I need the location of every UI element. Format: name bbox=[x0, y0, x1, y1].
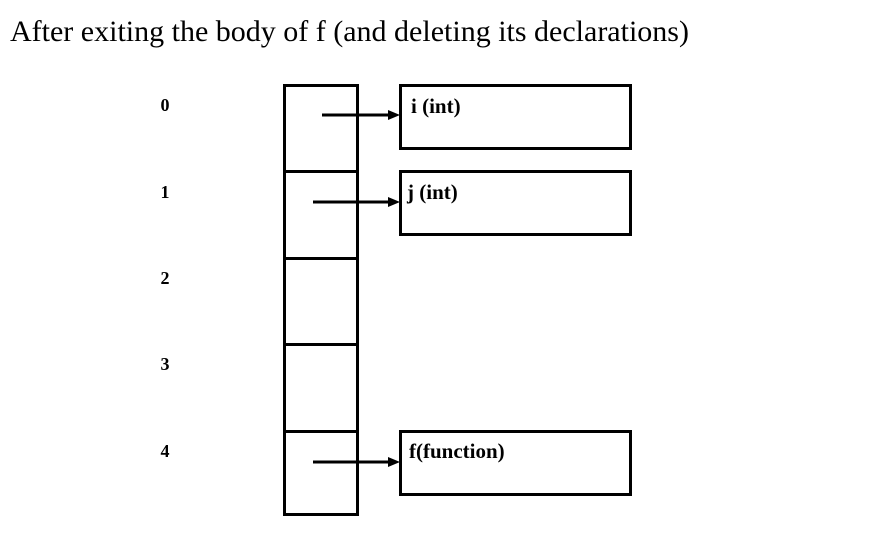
index-label-1: 1 bbox=[160, 182, 170, 202]
index-label-2: 2 bbox=[160, 268, 170, 288]
diagram-title: After exiting the body of f (and deletin… bbox=[10, 15, 689, 48]
entry-label-j: j (int) bbox=[407, 180, 458, 204]
cell-divider bbox=[286, 343, 356, 346]
cell-divider bbox=[286, 430, 356, 433]
cell-divider bbox=[286, 257, 356, 260]
index-label-3: 3 bbox=[160, 354, 170, 374]
entry-box-j bbox=[399, 170, 632, 236]
entry-box-i bbox=[399, 84, 632, 150]
cell-divider bbox=[286, 170, 356, 173]
entry-box-f bbox=[399, 430, 632, 496]
entry-label-f: f(function) bbox=[409, 439, 505, 463]
hash-table-column bbox=[283, 84, 359, 516]
arrow-1 bbox=[313, 197, 400, 207]
index-label-0: 0 bbox=[160, 95, 170, 115]
index-label-4: 4 bbox=[160, 441, 170, 461]
arrow-0 bbox=[322, 110, 400, 120]
arrow-4 bbox=[313, 457, 400, 467]
entry-label-i: i (int) bbox=[411, 94, 461, 118]
